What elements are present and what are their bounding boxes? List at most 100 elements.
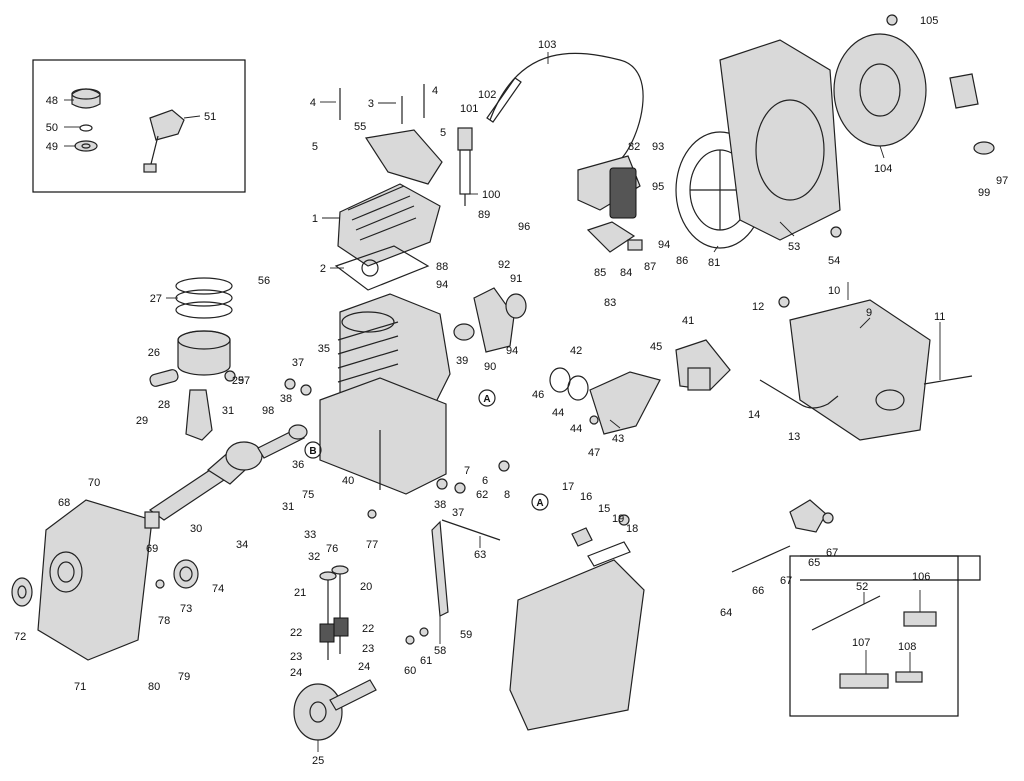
callout-2: 2 [320,263,326,275]
callout-99: 99 [978,187,990,199]
carburetor-part [675,339,731,391]
callout-65: 65 [808,557,820,569]
callout-38b: 38 [434,499,446,511]
connecting-rod-part [185,389,213,441]
label-part-107 [839,673,889,689]
callout-104: 104 [874,163,892,175]
callout-91: 91 [510,273,522,285]
callout-56: 56 [258,275,270,287]
callout-22b: 22 [362,623,374,635]
callout-103: 103 [538,39,556,51]
callout-101: 101 [460,103,478,115]
callout-38a: 38 [280,393,292,405]
callout-37a: 37 [292,357,304,369]
cable-end [486,77,522,123]
label-part-106 [903,611,937,627]
callout-10: 10 [828,285,840,297]
callout-93: 93 [652,141,664,153]
callout-26: 26 [148,347,160,359]
callout-81: 81 [708,257,720,269]
callout-27: 27 [150,293,162,305]
leader-lines [64,52,941,752]
callout-64: 64 [720,607,732,619]
muffler-gasket-part [571,527,593,547]
inset-box [32,59,246,193]
piston-part [177,330,231,376]
callout-30: 30 [190,523,202,535]
callout-94b: 94 [506,345,518,357]
callout-9: 9 [866,307,872,319]
callout-33: 33 [304,529,316,541]
callout-67a: 67 [826,547,838,559]
callout-31b: 31 [282,501,294,513]
callout-7: 7 [464,465,470,477]
callout-71: 71 [74,681,86,693]
callout-29a: 29 [232,375,244,387]
callout-40: 40 [342,475,354,487]
callout-4b: 4 [432,85,438,97]
callout-16: 16 [580,491,592,503]
circled-letter-a-2: A [536,498,543,509]
callout-13: 13 [788,431,800,443]
cam-part [505,293,527,319]
callout-108: 108 [898,641,916,653]
recoil-starter-part [833,33,979,147]
callout-17: 17 [562,481,574,493]
callout-75: 75 [302,489,314,501]
callout-85: 85 [594,267,606,279]
callout-105: 105 [920,15,938,27]
callout-6: 6 [482,475,488,487]
callout-88: 88 [436,261,448,273]
callout-86: 86 [676,255,688,267]
gasket-part [79,124,93,132]
callout-46: 46 [532,389,544,401]
governor-gear-part [173,559,199,589]
bearing-part [288,424,308,440]
callout-83: 83 [604,297,616,309]
callout-95: 95 [652,181,664,193]
fuel-line-part [759,379,839,409]
callout-79: 79 [178,671,190,683]
camshaft-part [293,679,377,741]
callout-106: 106 [912,571,930,583]
callout-1: 1 [312,213,318,225]
callout-19: 19 [612,513,624,525]
callout-94a: 94 [436,279,448,291]
kit-box [789,555,959,717]
callout-12: 12 [752,301,764,313]
callout-labels: 48 50 49 51 4 3 4 5 5 55 1 2 101 102 100… [14,15,1008,767]
callout-67b: 67 [780,575,792,587]
callout-8: 8 [504,489,510,501]
bushing-part [144,511,160,529]
valve-springs-part [319,617,349,643]
callout-24a: 24 [290,667,302,679]
cylinder-head-part [337,183,441,267]
fuel-tank-part [789,299,931,441]
callout-76: 76 [326,543,338,555]
callout-52: 52 [856,581,868,593]
spark-plug-part [457,127,473,206]
stop-switch-part [586,221,643,253]
governor-arm-part [431,520,449,617]
callout-5b: 5 [440,127,446,139]
circled-letter-markers: A A B [304,389,549,511]
callout-43: 43 [612,433,624,445]
label-part-108 [895,671,923,683]
spark-wire-part [811,595,881,631]
callout-61: 61 [420,655,432,667]
head-bolts [339,84,425,124]
callout-5a: 5 [312,141,318,153]
bracket-part [789,499,827,533]
callout-3: 3 [368,98,374,110]
callout-74: 74 [212,583,224,595]
callout-44b: 44 [570,423,582,435]
oil-seal-part [11,577,33,607]
callout-102: 102 [478,89,496,101]
callout-4a: 4 [310,97,316,109]
callout-77: 77 [366,539,378,551]
callout-23a: 23 [290,651,302,663]
head-gasket-part [334,245,430,291]
governor-link-part [441,519,501,541]
callout-72: 72 [14,631,26,643]
callout-34: 34 [236,539,248,551]
